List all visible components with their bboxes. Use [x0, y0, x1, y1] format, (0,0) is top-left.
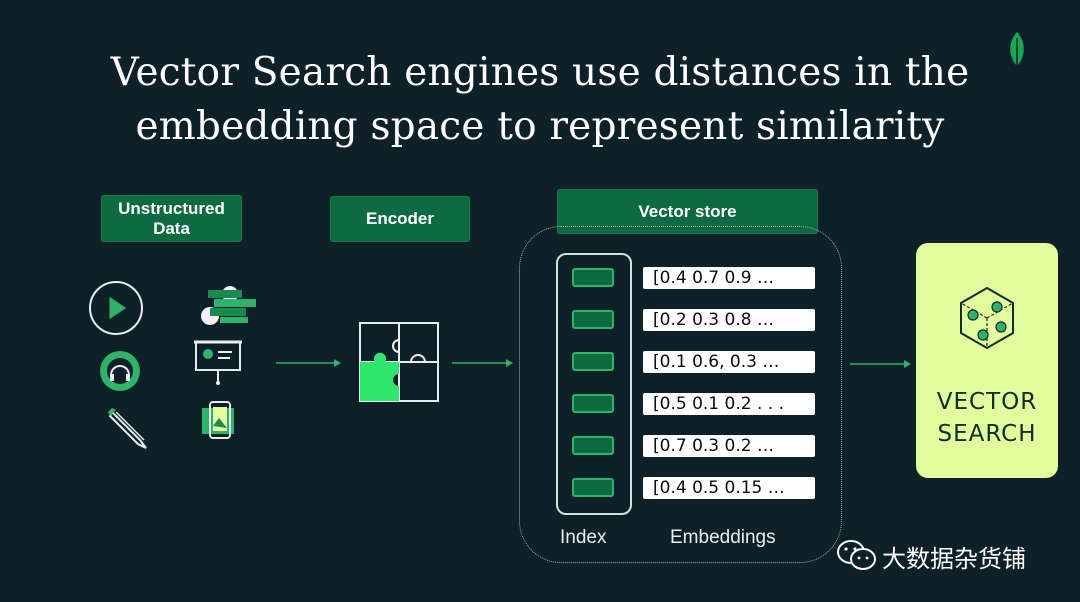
index-cell [572, 310, 614, 329]
index-cell [572, 478, 614, 497]
embedding-row: [0.1 0.6, 0.3 … [643, 351, 815, 373]
vector-search-line-1: VECTOR [936, 389, 1038, 415]
stacked-documents-icon [201, 286, 256, 325]
index-cell [572, 436, 614, 455]
arrow-store-to-search [850, 360, 911, 368]
vector-search-line-2: SEARCH [937, 421, 1037, 447]
watermark-text: 大数据杂货铺 [882, 545, 1026, 573]
unstructured-label-line-1: Unstructured [118, 198, 225, 218]
leaf-logo-icon [1010, 32, 1024, 70]
index-column [556, 253, 632, 515]
embedding-row: [0.7 0.3 0.2 … [643, 435, 815, 457]
vector-search-label: VECTOR SEARCH [916, 386, 1058, 450]
presentation-board-icon [194, 340, 242, 385]
encoder-label: Encoder [330, 196, 470, 242]
mobile-image-icon [202, 401, 234, 439]
vector-cube-icon [960, 286, 1014, 350]
index-cell [572, 394, 614, 413]
audio-headphones-icon [100, 351, 140, 391]
play-video-icon [89, 281, 143, 335]
puzzle-icon [359, 322, 439, 402]
unstructured-label-line-2: Data [153, 218, 190, 238]
vector-store-container [519, 226, 842, 563]
embedding-row: [0.4 0.7 0.9 … [643, 267, 815, 289]
vector-search-panel [916, 243, 1058, 478]
index-cell [572, 352, 614, 371]
arrow-encoder-to-store [452, 359, 513, 367]
index-cell [572, 268, 614, 287]
embedding-row: [0.2 0.3 0.8 … [643, 309, 815, 331]
embedding-row: [0.5 0.1 0.2 . . . [643, 393, 815, 415]
index-caption: Index [560, 527, 607, 548]
embeddings-caption: Embeddings [670, 527, 776, 548]
wechat-icon [837, 540, 876, 570]
slide-title-line-1: Vector Search engines use distances in t… [110, 50, 970, 95]
arrow-data-to-encoder [276, 359, 341, 367]
embedding-row: [0.4 0.5 0.15 … [643, 477, 815, 499]
slide-title-line-2: embedding space to represent similarity [135, 104, 945, 149]
pencil-icon [108, 408, 147, 449]
